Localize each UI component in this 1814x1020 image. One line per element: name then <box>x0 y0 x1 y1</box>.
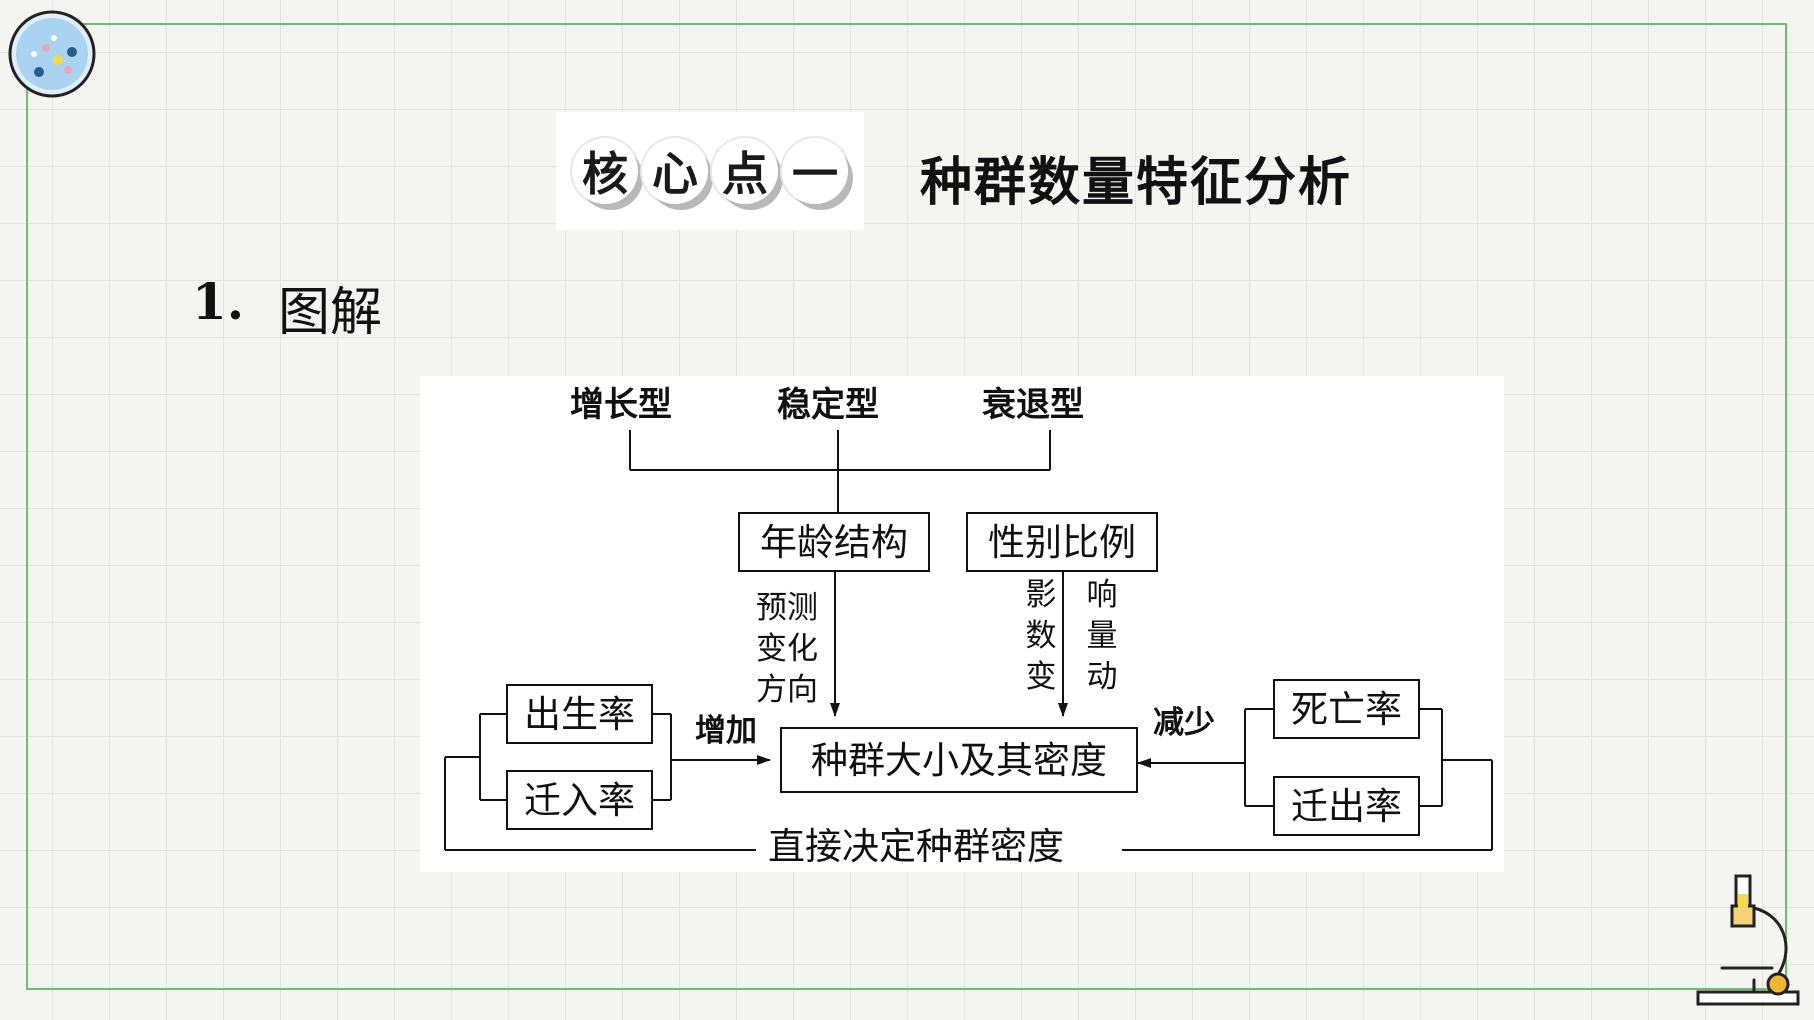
sex-ratio-box: 性别比例 <box>966 512 1158 572</box>
microscope-icon <box>1696 874 1800 1006</box>
slide-frame <box>26 23 1787 990</box>
affect-label-left: 影数变 <box>1025 577 1057 695</box>
section-number: 1. <box>192 272 245 331</box>
death-rate-box: 死亡率 <box>1273 679 1420 739</box>
decrease-label: 减少 <box>1153 705 1215 741</box>
increase-label: 增加 <box>695 713 757 749</box>
population-size-density-box: 种群大小及其密度 <box>780 727 1138 793</box>
predict-label-line: 方向 <box>756 672 818 708</box>
affect-label-right: 响量动 <box>1086 577 1118 695</box>
badge-char: 心 <box>642 138 708 204</box>
predict-label: 预测 变化 方向 <box>756 588 818 711</box>
emigration-rate-box: 迁出率 <box>1273 776 1420 836</box>
age-type-decline: 衰退型 <box>982 385 1084 425</box>
diagram-connectors <box>444 430 1493 851</box>
direct-determine-label: 直接决定种群密度 <box>768 825 1064 868</box>
predict-label-line: 变化 <box>756 631 818 667</box>
population-diagram: 增长型 稳定型 衰退型 年龄结构 性别比例 预测 变化 方向 影数变 响量动 出… <box>420 376 1504 872</box>
badge-char: 核 <box>572 138 638 204</box>
page-title: 种群数量特征分析 <box>920 153 1353 213</box>
core-point-badge: 核 心 点 一 <box>556 112 864 230</box>
age-type-stable: 稳定型 <box>777 385 879 425</box>
age-type-growth: 增长型 <box>570 385 672 425</box>
badge-char: 点 <box>712 138 778 204</box>
badge-char: 一 <box>782 138 848 204</box>
age-structure-box: 年龄结构 <box>738 512 930 572</box>
immigration-rate-box: 迁入率 <box>506 770 653 830</box>
predict-label-line: 预测 <box>756 590 818 626</box>
dots-circle-logo-icon <box>8 10 96 98</box>
section-label: 图解 <box>278 283 383 343</box>
birth-rate-box: 出生率 <box>506 684 653 744</box>
